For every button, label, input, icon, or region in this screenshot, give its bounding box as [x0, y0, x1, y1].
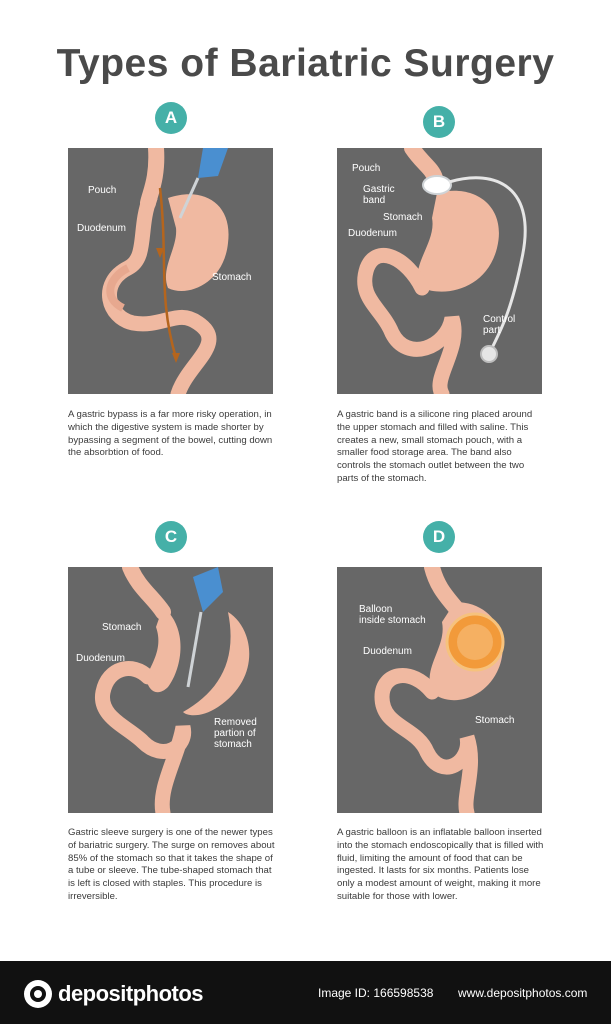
gastric-band-ring — [422, 175, 452, 195]
description-gastric-bypass: A gastric bypass is a far more risky ope… — [68, 409, 273, 459]
glove-icon — [193, 567, 223, 612]
page-title: Types of Bariatric Surgery — [56, 42, 555, 85]
description-gastric-sleeve: Gastric sleeve surgery is one of the new… — [68, 827, 275, 902]
label-duodenum: Duodenum — [363, 646, 412, 657]
gastric-sleeve-illustration — [95, 567, 250, 813]
label-gastric-band: Gastric band — [363, 184, 395, 206]
site-link[interactable]: www.depositphotos.com — [458, 986, 588, 1000]
glove-icon — [198, 148, 228, 178]
scalpel-icon — [186, 611, 203, 688]
removed-stomach-shape — [183, 612, 250, 716]
label-duodenum: Duodenum — [348, 228, 397, 239]
panel-gastric-balloon: Balloon inside stomach Duodenum Stomach — [337, 567, 542, 813]
label-balloon: Balloon inside stomach — [359, 604, 426, 626]
food-path-arrow — [158, 187, 178, 359]
footer-bar: depositphotos Image ID: 166598538 www.de… — [0, 961, 611, 1024]
band-tube — [448, 176, 527, 349]
image-id: Image ID: 166598538 — [318, 986, 434, 1000]
badge-c: C — [155, 521, 187, 553]
label-duodenum: Duodenum — [77, 223, 126, 234]
label-stomach: Stomach — [475, 715, 515, 726]
badge-b: B — [423, 106, 455, 138]
panel-gastric-band: Pouch Gastric band Stomach Duodenum Cont… — [337, 148, 542, 394]
gastric-balloon-illustration — [374, 567, 505, 813]
sleeve-stomach-shape — [146, 607, 181, 693]
label-control-part: Control part — [483, 314, 516, 336]
badge-d: D — [423, 521, 455, 553]
label-pouch: Pouch — [88, 185, 117, 196]
panel-gastric-bypass: Pouch Duodenum Stomach — [68, 148, 273, 394]
camera-lens-icon — [24, 980, 52, 1008]
label-duodenum: Duodenum — [76, 653, 125, 664]
label-stomach: Stomach — [383, 212, 423, 223]
label-stomach: Stomach — [102, 622, 142, 633]
stomach-shape — [417, 190, 499, 292]
control-port-icon — [480, 345, 498, 363]
stomach-shape — [165, 194, 229, 291]
panel-gastric-sleeve: Stomach Duodenum Removed partion of stom… — [68, 567, 273, 813]
label-pouch: Pouch — [352, 163, 381, 174]
brand-logo[interactable]: depositphotos — [24, 980, 204, 1008]
brand-name: depositphotos — [58, 981, 204, 1006]
description-gastric-balloon: A gastric balloon is an inflatable ballo… — [337, 827, 544, 902]
description-gastric-band: A gastric band is a silicone ring placed… — [337, 409, 533, 484]
gastric-bypass-illustration — [102, 148, 229, 394]
gastric-band-illustration — [357, 148, 527, 394]
label-removed-portion: Removed partion of stomach — [214, 717, 257, 750]
label-stomach: Stomach — [212, 272, 252, 283]
badge-a: A — [155, 102, 187, 134]
